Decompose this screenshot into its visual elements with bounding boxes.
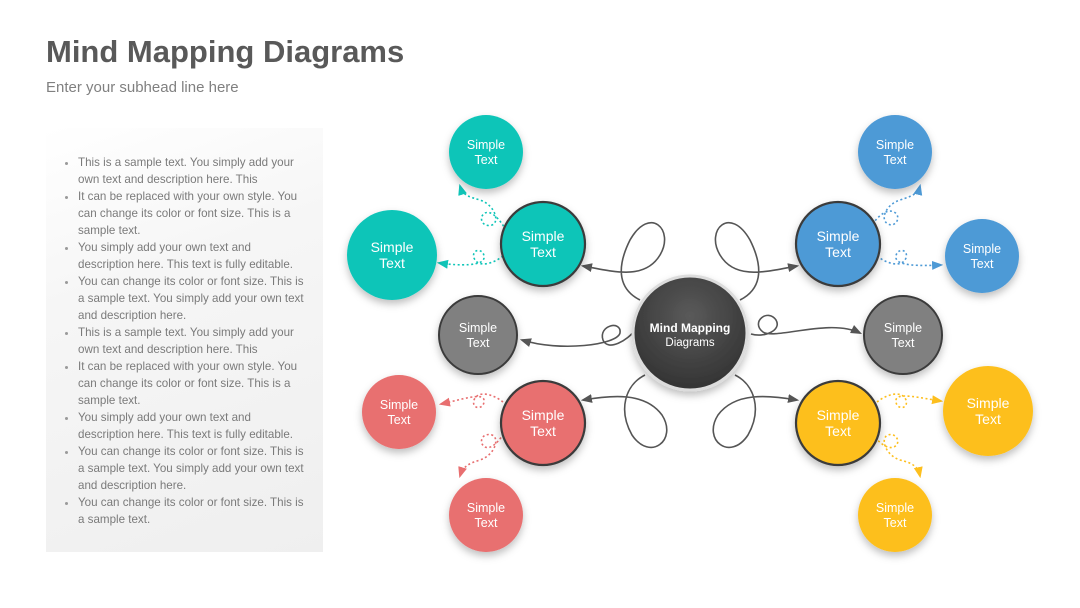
connector-red-main xyxy=(580,374,668,449)
node-yellow-bottom-line1: Simple xyxy=(876,501,914,515)
node-red-bottom: Simple Text xyxy=(449,478,523,552)
node-teal-top-line2: Text xyxy=(475,153,498,167)
connector-yellow-main xyxy=(712,374,800,449)
node-yellow-bottom-line2: Text xyxy=(884,516,907,530)
center-node-line1: Mind Mapping xyxy=(650,321,731,335)
text-panel: This is a sample text. You simply add yo… xyxy=(46,128,323,552)
bullet-item: You simply add your own text and descrip… xyxy=(78,409,309,443)
node-yellow-main-line1: Simple xyxy=(817,407,860,423)
connector-teal-left xyxy=(436,249,504,269)
connector-gray-left xyxy=(519,324,636,348)
node-yellow-right-line1: Simple xyxy=(967,395,1010,411)
node-teal-top-line1: Simple xyxy=(467,138,505,152)
center-node-line2: Diagrams xyxy=(665,337,714,349)
node-red-left-line2: Text xyxy=(388,413,411,427)
connector-teal-top xyxy=(458,183,507,231)
bullet-item: It can be replaced with your own style. … xyxy=(78,188,309,239)
node-red-main-line1: Simple xyxy=(522,407,565,423)
connector-teal-main xyxy=(580,221,666,301)
node-teal-top: Simple Text xyxy=(449,115,523,189)
node-gray-right-line1: Simple xyxy=(884,321,922,335)
connector-blue-main xyxy=(714,221,800,301)
node-blue-right-line2: Text xyxy=(971,257,994,271)
node-teal-left-line2: Text xyxy=(379,255,405,271)
node-gray-right: Simple Text xyxy=(863,295,943,375)
connector-red-left xyxy=(438,393,504,409)
center-node: Mind Mapping Diagrams xyxy=(631,274,749,392)
node-blue-main: Simple Text xyxy=(794,200,882,288)
bullet-item: You simply add your own text and descrip… xyxy=(78,239,309,273)
node-blue-main-line1: Simple xyxy=(817,228,860,244)
connector-blue-top xyxy=(869,183,923,229)
node-teal-left-line1: Simple xyxy=(371,239,414,255)
node-blue-main-line2: Text xyxy=(825,244,851,260)
node-blue-right: Simple Text xyxy=(945,219,1019,293)
node-red-left: Simple Text xyxy=(362,375,436,449)
page-title: Mind Mapping Diagrams xyxy=(46,34,405,69)
node-red-bottom-line2: Text xyxy=(475,516,498,530)
node-gray-right-line2: Text xyxy=(892,336,915,350)
bullet-item: You can change its color or font size. T… xyxy=(78,443,309,494)
node-teal-main-line2: Text xyxy=(530,244,556,260)
node-red-main: Simple Text xyxy=(499,379,587,467)
node-teal-left: Simple Text xyxy=(347,210,437,300)
node-yellow-bottom: Simple Text xyxy=(858,478,932,552)
connector-yellow-bottom xyxy=(869,429,923,479)
node-gray-left: Simple Text xyxy=(438,295,518,375)
node-gray-left-line1: Simple xyxy=(459,321,497,335)
node-red-bottom-line1: Simple xyxy=(467,501,505,515)
bullet-item: You can change its color or font size. T… xyxy=(78,273,309,324)
node-yellow-main: Simple Text xyxy=(794,379,882,467)
node-blue-right-line1: Simple xyxy=(963,242,1001,256)
connector-gray-right xyxy=(750,314,863,336)
node-blue-top: Simple Text xyxy=(858,115,932,189)
node-yellow-right: Simple Text xyxy=(943,366,1033,456)
node-gray-left-line2: Text xyxy=(467,336,490,350)
bullet-item: You can change its color or font size. T… xyxy=(78,494,309,528)
node-teal-main: Simple Text xyxy=(499,200,587,288)
node-red-main-line2: Text xyxy=(530,423,556,439)
node-yellow-main-line2: Text xyxy=(825,423,851,439)
node-red-left-line1: Simple xyxy=(380,398,418,412)
node-blue-top-line2: Text xyxy=(884,153,907,167)
node-teal-main-line1: Simple xyxy=(522,228,565,244)
connector-yellow-right xyxy=(876,393,944,409)
node-blue-top-line1: Simple xyxy=(876,138,914,152)
bullet-item: This is a sample text. You simply add yo… xyxy=(78,324,309,358)
bullet-list: This is a sample text. You simply add yo… xyxy=(60,154,309,528)
bullet-item: This is a sample text. You simply add yo… xyxy=(78,154,309,188)
connector-blue-right xyxy=(876,249,944,270)
page-subtitle: Enter your subhead line here xyxy=(46,79,239,96)
node-yellow-right-line2: Text xyxy=(975,411,1001,427)
bullet-item: It can be replaced with your own style. … xyxy=(78,358,309,409)
connector-red-bottom xyxy=(458,429,507,479)
